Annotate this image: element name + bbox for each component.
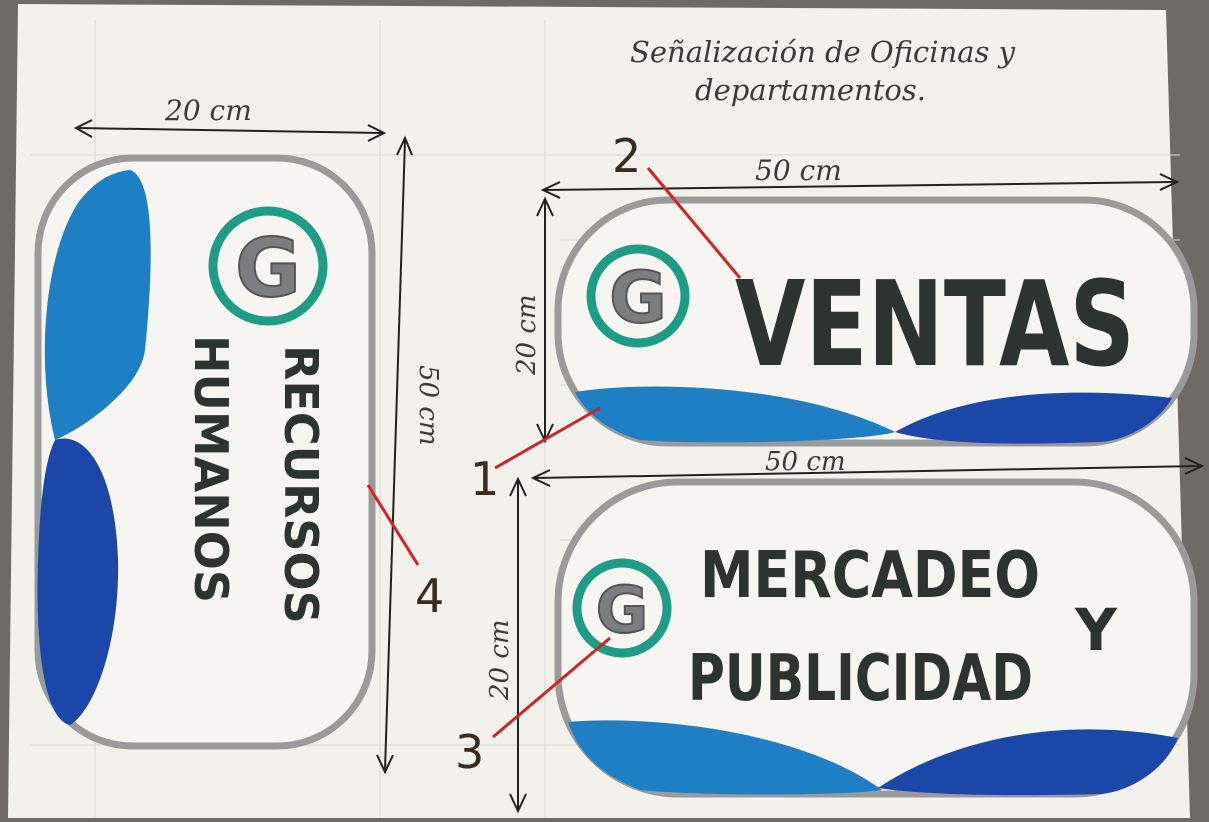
- humanos-label: HUMANOS: [184, 335, 238, 603]
- logo-letter: G: [235, 222, 301, 315]
- arrowhead: [509, 476, 527, 497]
- callout-number-2: 2: [612, 129, 641, 183]
- blue-wave-dark: [37, 438, 119, 725]
- callouts: 1 2 3 4: [366, 129, 742, 779]
- ventas-label: VENTAS: [735, 255, 1135, 393]
- sign-ventas: G VENTAS 50 cm 20 cm: [512, 154, 1198, 447]
- width-label: 50 cm: [765, 447, 846, 477]
- arrowhead: [73, 119, 93, 138]
- arrowhead: [509, 793, 527, 814]
- height-dimension-line: [384, 139, 406, 771]
- logo-ring: [586, 244, 690, 348]
- height-label: 50 cm: [413, 365, 443, 446]
- arrowhead: [367, 124, 387, 142]
- publicidad-label: PUBLICIDAD: [688, 642, 1033, 716]
- width-label: 20 cm: [164, 94, 252, 127]
- callout-number-4: 4: [415, 569, 444, 623]
- width-dimension-line: [77, 127, 383, 134]
- height-label: 20 cm: [512, 294, 542, 376]
- sign-mercadeo-publicidad: G MERCADEO Y PUBLICIDAD 50 cm 20 cm: [485, 447, 1205, 814]
- height-label: 20 cm: [485, 619, 515, 701]
- width-dimension-line: [534, 465, 1201, 479]
- title-line-2: departamentos.: [695, 73, 926, 107]
- arrowhead: [536, 196, 554, 217]
- logo-ring: [572, 558, 672, 658]
- logo-letter: G: [596, 574, 649, 648]
- arrowhead: [530, 469, 551, 487]
- blue-wave-light: [568, 720, 882, 795]
- blue-wave-light: [44, 170, 151, 440]
- mercadeo-label: MERCADEO: [700, 539, 1040, 613]
- blue-wave-dark: [895, 392, 1172, 444]
- recursos-label: RECURSOS: [274, 345, 328, 624]
- logo-letter: G: [609, 257, 666, 339]
- sign-outline: [554, 196, 1198, 447]
- callout-line-2: [646, 167, 742, 279]
- arrowhead: [1159, 173, 1180, 191]
- width-label: 50 cm: [755, 154, 842, 187]
- blue-wave-dark: [878, 729, 1178, 796]
- title-line-1: Señalización de Oficinas y: [630, 35, 1016, 69]
- callout-number-3: 3: [455, 725, 484, 779]
- callout-line-4: [366, 484, 420, 566]
- arrowhead: [376, 754, 394, 775]
- sign-recursos-humanos: G RECURSOS HUMANOS 20 cm 50 cm: [34, 94, 443, 775]
- arrowhead: [540, 181, 561, 199]
- logo-g: G: [572, 558, 672, 658]
- logo-ring: [208, 206, 328, 326]
- y-connector-label: Y: [1074, 596, 1118, 664]
- arrowhead: [1184, 457, 1205, 475]
- callout-line-3: [492, 636, 611, 739]
- logo-g: G: [208, 206, 328, 326]
- callout-number-1: 1: [470, 452, 499, 506]
- arrowhead: [396, 135, 413, 156]
- width-dimension-line: [544, 181, 1176, 191]
- blue-wave-light: [575, 386, 895, 443]
- logo-g: G: [586, 244, 690, 348]
- sign-outline: [554, 478, 1198, 798]
- callout-line-1: [494, 406, 601, 470]
